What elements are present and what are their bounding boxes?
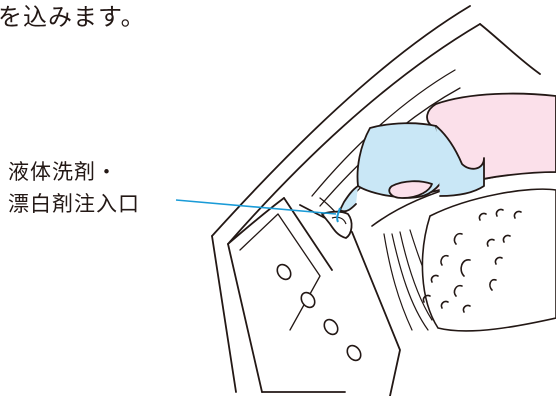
detergent-inlet: [321, 210, 353, 239]
caption-text: を込みます。: [0, 3, 146, 31]
liquid-stream: [336, 207, 341, 223]
detergent-bottle: [339, 122, 485, 213]
thumb: [388, 180, 433, 199]
control-button-3: [323, 318, 339, 336]
callout-label-line-2: 漂白剤注入口: [8, 192, 140, 216]
washing-tub: [371, 171, 556, 332]
control-button-4: [346, 344, 362, 362]
control-button-1: [276, 263, 292, 281]
callout-label-line-1: 液体洗剤・: [8, 160, 118, 184]
control-button-2: [300, 291, 316, 309]
callout-leader-line: [175, 199, 337, 215]
control-buttons: [276, 263, 362, 362]
callout-label: 液体洗剤・ 漂白剤注入口: [8, 156, 140, 220]
